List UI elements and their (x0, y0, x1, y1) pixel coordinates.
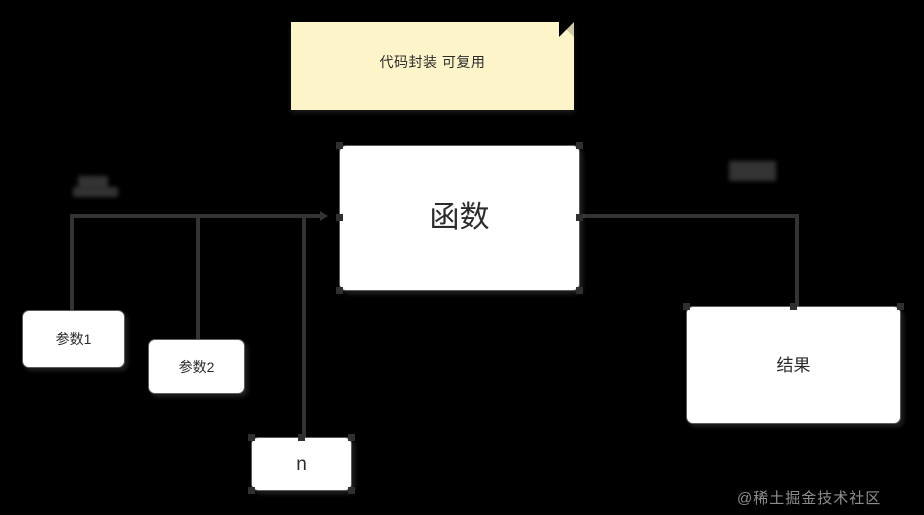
watermark: @稀土掘金技术社区 (737, 490, 882, 507)
resize-handle-top-left[interactable] (336, 142, 343, 149)
resize-handle-top-left[interactable] (683, 303, 690, 310)
connector-to-param1 (70, 214, 74, 314)
node-function-label: 函数 (429, 201, 490, 234)
connector-to-param2 (196, 214, 200, 340)
node-result-label: 结果 (776, 355, 811, 375)
output-group-label-blurred (729, 161, 776, 181)
node-n-label: n (296, 453, 307, 475)
resize-handle-top-left[interactable] (248, 434, 255, 441)
resize-handle-top-center[interactable] (297, 434, 305, 441)
resize-handle-top-center[interactable] (789, 303, 797, 310)
resize-handle-bottom-left[interactable] (248, 487, 255, 494)
node-param1-label: 参数1 (55, 331, 92, 347)
sticky-note-fold-cut-icon (559, 22, 574, 37)
input-group-label-blurred-2 (73, 187, 118, 197)
resize-handle-bottom-left[interactable] (336, 287, 343, 294)
node-param2[interactable]: 参数2 (148, 339, 245, 394)
resize-handle-left-center[interactable] (336, 214, 343, 221)
connector-to-n (302, 214, 306, 440)
resize-handle-bottom-right[interactable] (348, 487, 355, 494)
sticky-note-text: 代码封装 可复用 (379, 54, 486, 71)
node-function[interactable]: 函数 (336, 142, 583, 294)
node-result[interactable]: 结果 (683, 303, 904, 424)
resize-handle-top-right[interactable] (576, 142, 583, 149)
resize-handle-top-right[interactable] (897, 303, 904, 310)
node-param2-label: 参数2 (178, 358, 215, 375)
connector-arrow-into-function-icon (320, 211, 328, 221)
input-group-label-blurred (78, 176, 108, 190)
resize-handle-right-center[interactable] (576, 214, 583, 221)
resize-handle-bottom-right[interactable] (576, 287, 583, 294)
resize-handle-top-right[interactable] (348, 434, 355, 441)
connector-function-to-result-vertical (795, 214, 799, 310)
node-param1[interactable]: 参数1 (22, 310, 125, 368)
sticky-note[interactable]: 代码封装 可复用 (291, 22, 574, 110)
node-n[interactable]: n (248, 434, 355, 494)
connector-function-to-result-horizontal (580, 214, 799, 218)
